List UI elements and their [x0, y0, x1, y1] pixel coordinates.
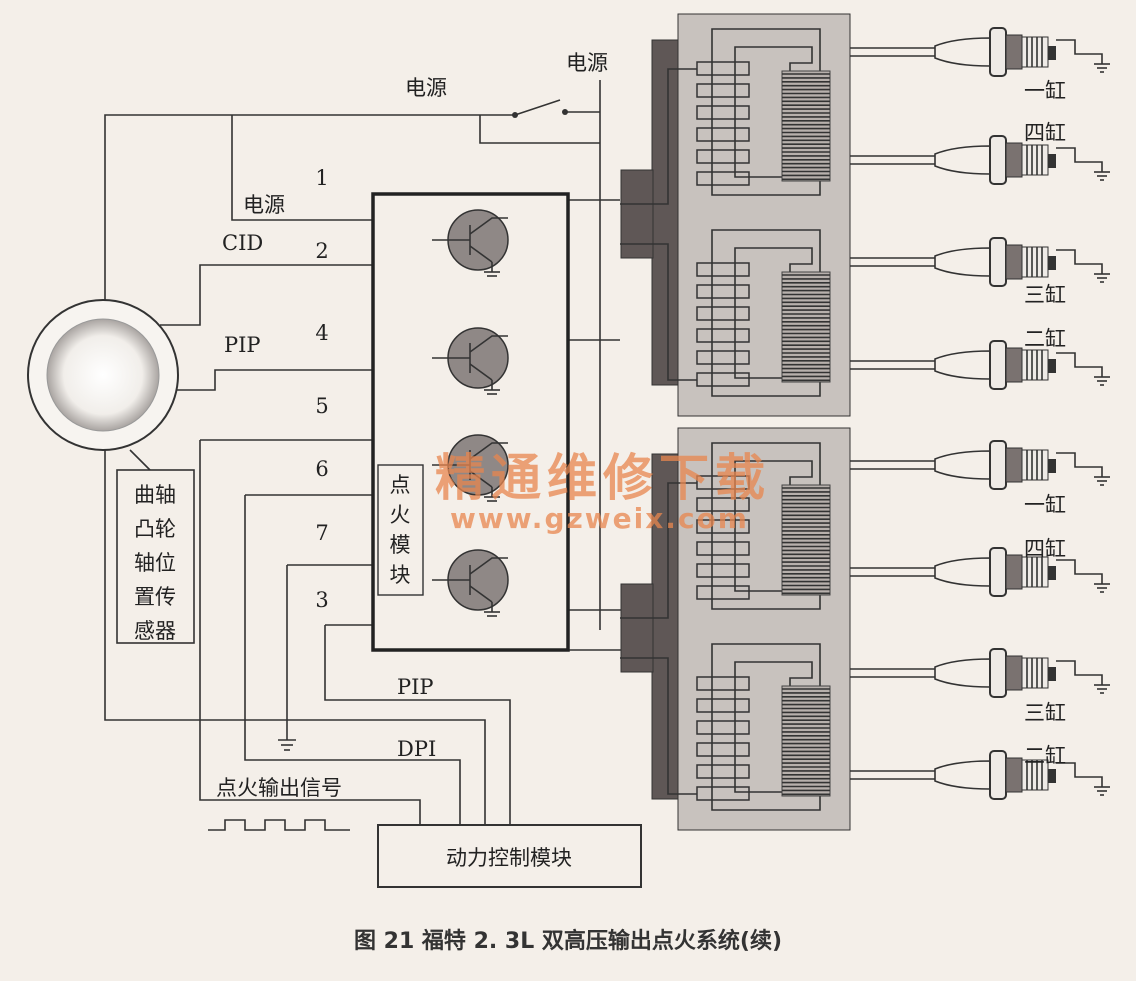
- cylinder-label: 四缸: [1024, 537, 1066, 561]
- coil-core: [696, 28, 831, 196]
- transistor-icon: [432, 434, 509, 502]
- coil-pack: [620, 427, 851, 831]
- figure-caption: 图 21 福特 2. 3L 双高压输出点火系统(续): [354, 928, 782, 954]
- wiring: [104, 80, 630, 831]
- pin-number: 7: [315, 521, 328, 545]
- secondary-winding: [781, 70, 831, 182]
- power-label-right: 电源: [566, 51, 608, 75]
- secondary-winding: [781, 271, 831, 383]
- cylinder-label: 一缸: [1024, 79, 1066, 103]
- module-label-char: 火: [390, 503, 411, 527]
- cylinder-label: 三缸: [1024, 283, 1066, 307]
- pin-number: 4: [315, 321, 328, 345]
- pin-number: 1: [315, 166, 328, 190]
- sensor-label-line: 曲轴: [134, 483, 176, 507]
- pcm-label: 动力控制模块: [446, 846, 572, 870]
- pin-number: 6: [315, 457, 328, 481]
- ignition-switch: [514, 99, 561, 116]
- spark-plug: [850, 547, 1110, 597]
- spark-plug: [850, 750, 1110, 800]
- transistor-icon: [432, 209, 509, 277]
- coil-pack: [620, 13, 851, 417]
- sensor-label-line: 轴位: [134, 551, 176, 575]
- module-label-char: 点: [390, 473, 411, 497]
- pip-label-left: PIP: [224, 333, 261, 357]
- spark-plug: [850, 135, 1110, 185]
- pin-number: 3: [315, 588, 328, 612]
- sensor-label-line: 置传: [134, 585, 176, 609]
- cid-label: CID: [222, 231, 263, 255]
- cylinder-label: 三缸: [1024, 701, 1066, 725]
- power-label-left: 电源: [243, 193, 285, 217]
- sensor-label-box: [116, 469, 195, 644]
- spark-plug: [850, 340, 1110, 390]
- coil-core: [696, 229, 831, 397]
- dpi-label: DPI: [397, 737, 436, 761]
- coil-core: [696, 643, 831, 811]
- module-label-char: 块: [390, 563, 411, 587]
- pin-number: 2: [315, 239, 328, 263]
- power-label-top: 电源: [405, 76, 447, 100]
- secondary-winding: [781, 484, 831, 596]
- transistor-icon: [432, 549, 509, 617]
- ignition-output-signal-label: 点火输出信号: [216, 776, 342, 800]
- module-label-box: [377, 464, 424, 596]
- module-label-char: 模: [390, 533, 411, 557]
- watermark-title: 精通维修下载: [435, 449, 771, 507]
- watermark-url: www.gzweix.com: [450, 502, 749, 535]
- watermark: 精通维修下载 www.gzweix.com: [435, 449, 771, 535]
- cylinder-label: 二缸: [1024, 327, 1066, 351]
- transistor-icon: [432, 327, 509, 395]
- pip-label-bottom: PIP: [397, 675, 434, 699]
- sensor-label-line: 凸轮: [134, 517, 176, 541]
- pulse-waveform: [208, 819, 350, 831]
- pin-number: 5: [315, 394, 328, 418]
- coil-core: [696, 442, 831, 610]
- powertrain-control-module: 动力控制模块: [377, 824, 642, 888]
- cylinder-label: 二缸: [1024, 744, 1066, 768]
- cylinder-label: 四缸: [1024, 121, 1066, 145]
- spark-plug: [850, 440, 1110, 490]
- sensor-label-line: 感器: [134, 619, 176, 643]
- spark-plug: [850, 237, 1110, 287]
- secondary-winding: [781, 685, 831, 797]
- spark-plug: [850, 27, 1110, 77]
- cylinder-label: 一缸: [1024, 493, 1066, 517]
- spark-plug: [850, 648, 1110, 698]
- ground-symbol: [278, 739, 296, 751]
